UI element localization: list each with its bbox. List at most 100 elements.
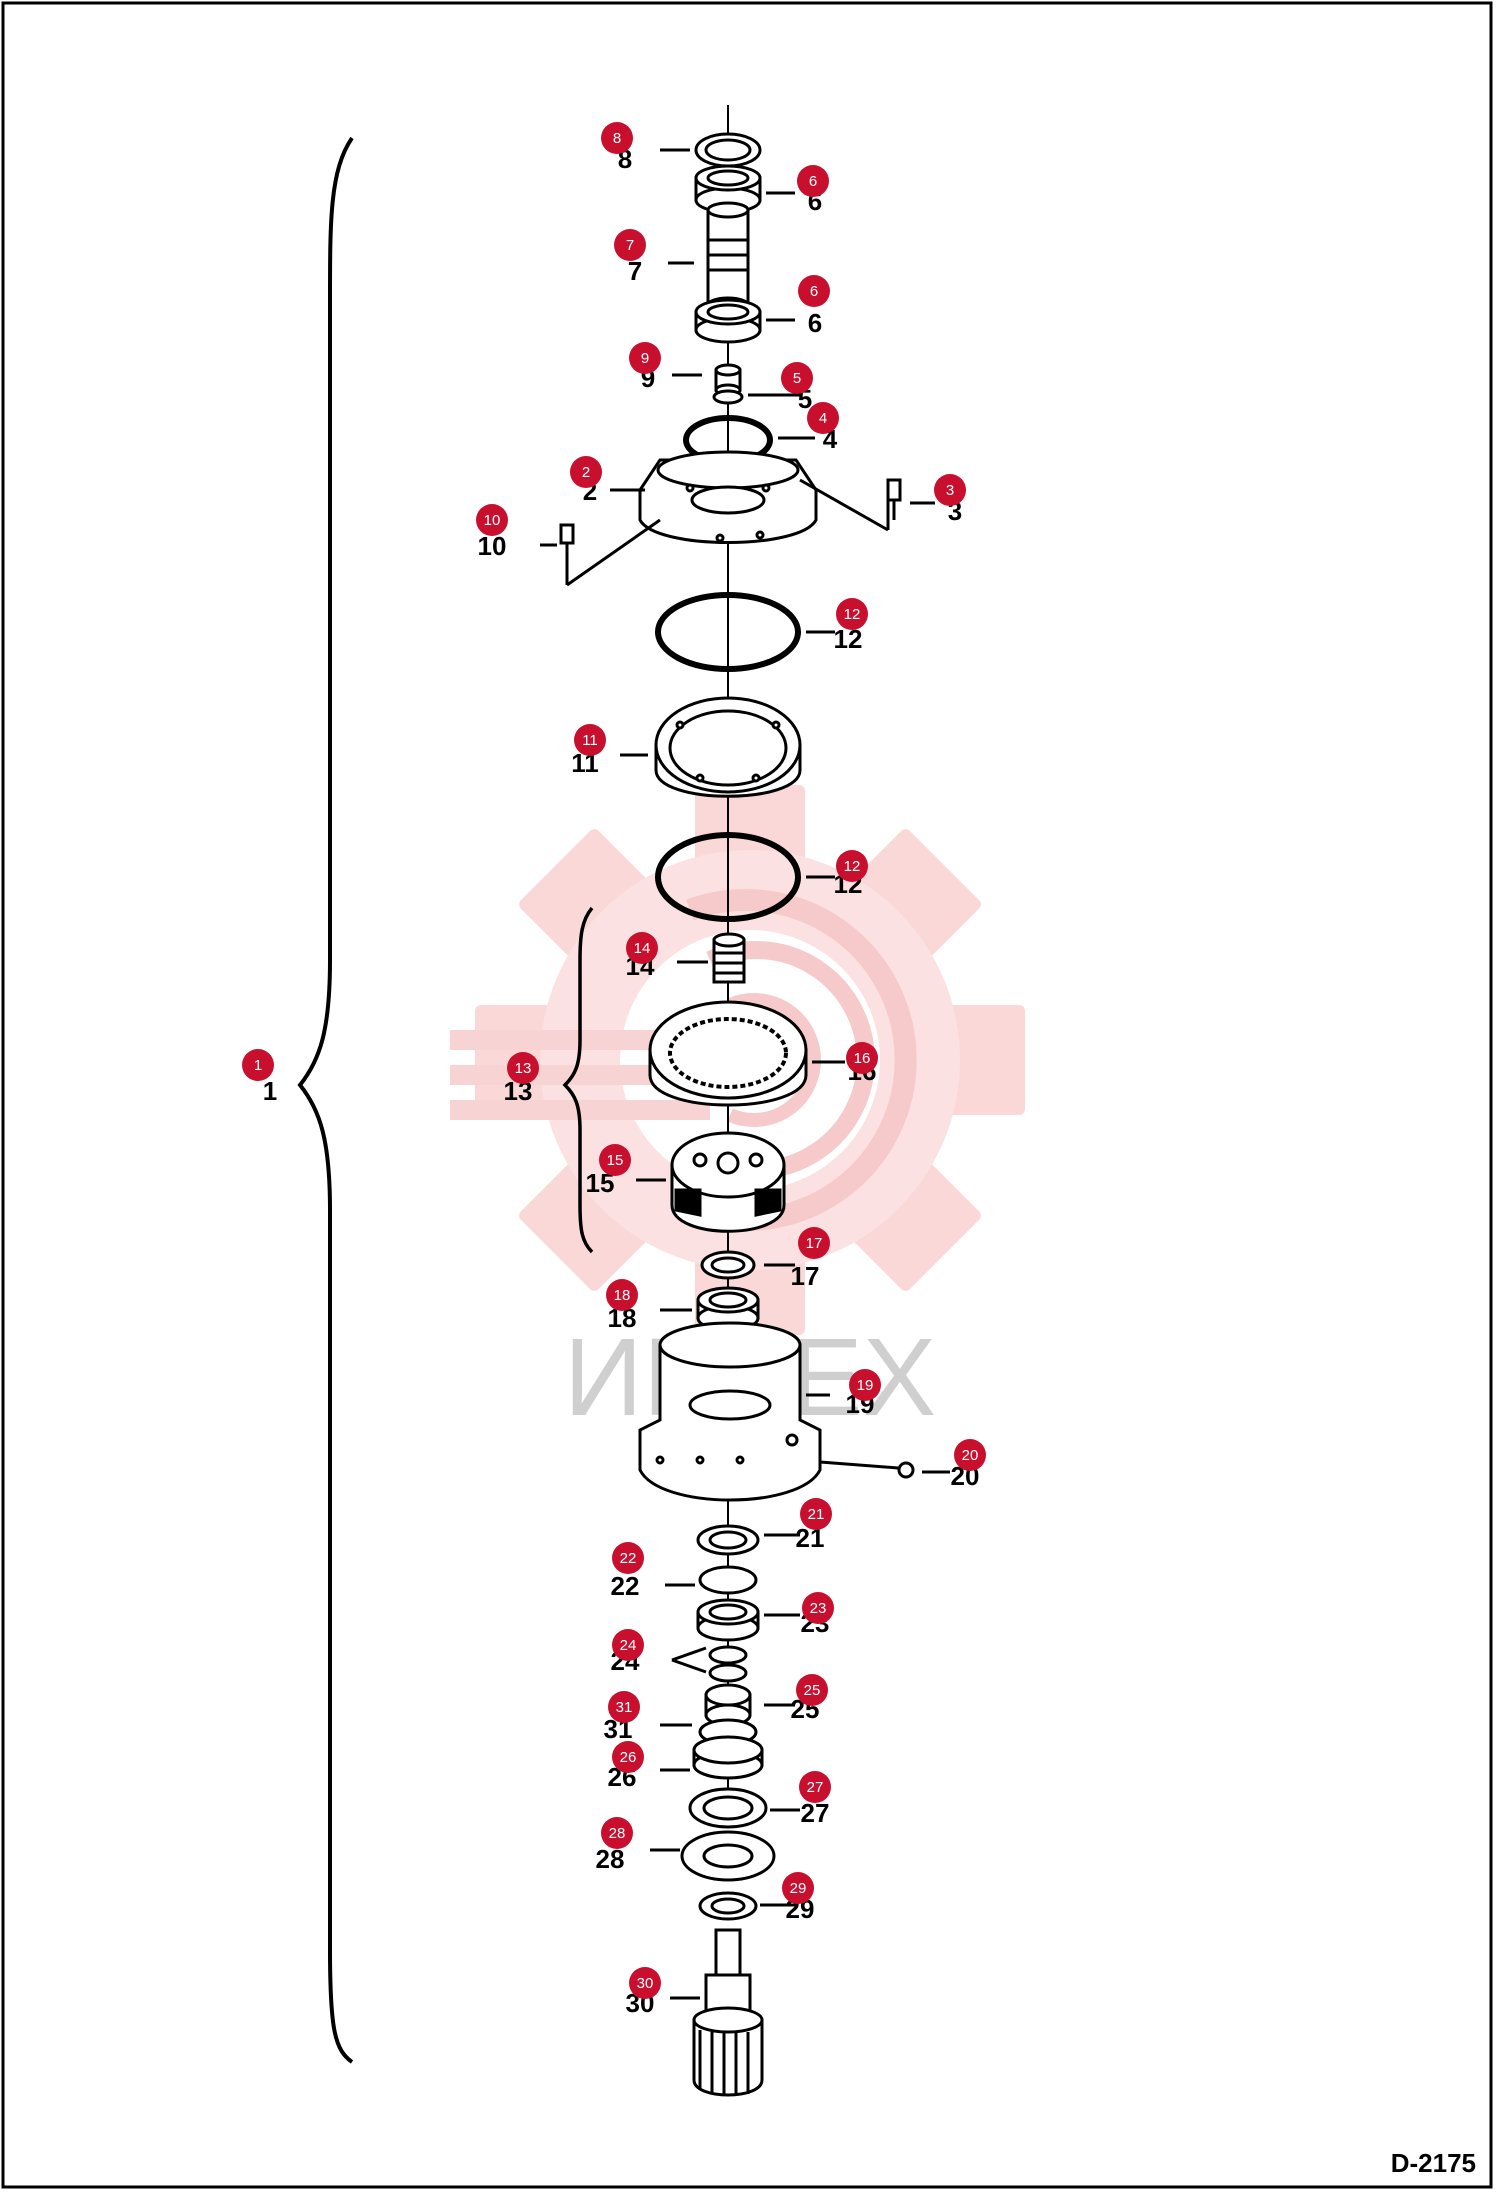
callout-badge-27[interactable]: 27: [799, 1771, 831, 1803]
callout-badge-circle[interactable]: [626, 932, 658, 964]
callout-badge-2[interactable]: 2: [570, 456, 602, 488]
callout-badge-number: 22: [620, 1550, 637, 1567]
callout-badge-circle[interactable]: [802, 1592, 834, 1624]
part-2-cover: [638, 450, 818, 544]
part-3-bolt: [886, 478, 902, 520]
callout-badge-circle[interactable]: [599, 1144, 631, 1176]
callout-badge-circle[interactable]: [570, 456, 602, 488]
callout-badge-number: 12: [844, 606, 861, 623]
assembly-brace-1: [297, 136, 354, 2064]
callout-badge-circle[interactable]: [476, 504, 508, 536]
callout-badge-circle[interactable]: [798, 275, 830, 307]
callout-badge-number: 19: [857, 1377, 874, 1394]
callout-badge-14[interactable]: 14: [626, 932, 658, 964]
callout-badge-1[interactable]: 1: [242, 1049, 274, 1081]
callout-badge-circle[interactable]: [954, 1439, 986, 1471]
callout-badge-19[interactable]: 19: [849, 1369, 881, 1401]
diagram-reference: D-2175: [1391, 2148, 1476, 2178]
callout-badge-number: 5: [793, 370, 801, 387]
callout-badge-circle[interactable]: [601, 1817, 633, 1849]
callout-badge-number: 18: [614, 1287, 631, 1304]
callout-badge-16[interactable]: 16: [846, 1042, 878, 1074]
callout-badge-circle[interactable]: [800, 1498, 832, 1530]
part-number-label: 6: [808, 308, 822, 338]
callout-badge-circle[interactable]: [574, 724, 606, 756]
callout-badge-number: 15: [607, 1152, 624, 1169]
callout-badge-12[interactable]: 12: [836, 598, 868, 630]
callout-badge-6[interactable]: 6: [798, 275, 830, 307]
callout-badge-circle[interactable]: [629, 1967, 661, 1999]
callout-badge-circle[interactable]: [507, 1052, 539, 1084]
part-8-ring: [694, 132, 762, 168]
callout-badge-circle[interactable]: [781, 362, 813, 394]
callout-badge-number: 7: [626, 237, 634, 254]
part-12-o-ring-lower: [655, 832, 801, 922]
part-10-bolt: [559, 523, 575, 560]
callout-badge-number: 4: [819, 410, 827, 427]
callout-badge-circle[interactable]: [629, 342, 661, 374]
callout-badge-22[interactable]: 22: [612, 1542, 644, 1574]
callout-badge-11[interactable]: 11: [574, 724, 606, 756]
part-18-bearing: [696, 1286, 760, 1332]
callout-badge-number: 8: [613, 130, 621, 147]
callout-badge-25[interactable]: 25: [796, 1674, 828, 1706]
callout-badge-23[interactable]: 23: [802, 1592, 834, 1624]
callout-badge-circle[interactable]: [799, 1771, 831, 1803]
callout-badge-circle[interactable]: [612, 1741, 644, 1773]
callout-badge-circle[interactable]: [796, 1674, 828, 1706]
callout-badge-circle[interactable]: [606, 1279, 638, 1311]
callout-badge-4[interactable]: 4: [807, 402, 839, 434]
callout-badge-number: 2: [582, 464, 590, 481]
callout-badge-29[interactable]: 29: [782, 1872, 814, 1904]
callout-badge-31[interactable]: 31: [608, 1691, 640, 1723]
callout-badge-18[interactable]: 18: [606, 1279, 638, 1311]
callout-badge-3[interactable]: 3: [934, 474, 966, 506]
part-17-ring: [700, 1250, 756, 1280]
part-5-ring: [712, 389, 744, 405]
callout-badge-21[interactable]: 21: [800, 1498, 832, 1530]
callout-badge-circle[interactable]: [612, 1542, 644, 1574]
callout-badge-circle[interactable]: [846, 1042, 878, 1074]
callout-badge-circle[interactable]: [807, 402, 839, 434]
callout-badge-circle[interactable]: [849, 1369, 881, 1401]
callout-badge-26[interactable]: 26: [612, 1741, 644, 1773]
callout-badge-circle[interactable]: [601, 122, 633, 154]
callout-badge-6[interactable]: 6: [797, 165, 829, 197]
callout-badge-10[interactable]: 10: [476, 504, 508, 536]
part-29-ring: [698, 1891, 758, 1921]
callout-badge-30[interactable]: 30: [629, 1967, 661, 1999]
callout-badge-number: 26: [620, 1749, 637, 1766]
callout-badge-7[interactable]: 7: [614, 229, 646, 261]
callout-badges[interactable]: 1234566789101112121314151617181920212223…: [242, 122, 986, 1999]
callout-badge-13[interactable]: 13: [507, 1052, 539, 1084]
part-number-label: 28: [596, 1844, 625, 1874]
callout-badge-circle[interactable]: [934, 474, 966, 506]
callout-badge-circle[interactable]: [836, 598, 868, 630]
callout-badge-circle[interactable]: [242, 1049, 274, 1081]
callout-badge-24[interactable]: 24: [612, 1629, 644, 1661]
callout-badge-15[interactable]: 15: [599, 1144, 631, 1176]
callout-badge-number: 16: [854, 1050, 871, 1067]
callout-badge-circle[interactable]: [798, 1227, 830, 1259]
callout-badge-12[interactable]: 12: [836, 850, 868, 882]
callout-badge-9[interactable]: 9: [629, 342, 661, 374]
callout-badge-circle[interactable]: [608, 1691, 640, 1723]
callout-badge-8[interactable]: 8: [601, 122, 633, 154]
callout-badge-number: 9: [641, 350, 649, 367]
callout-badge-number: 30: [637, 1975, 654, 1992]
callout-badge-28[interactable]: 28: [601, 1817, 633, 1849]
callout-badge-circle[interactable]: [782, 1872, 814, 1904]
callout-badge-number: 6: [809, 173, 817, 190]
part-21-bearing: [696, 1524, 760, 1556]
part-26-bearing: [692, 1735, 764, 1780]
callout-badge-20[interactable]: 20: [954, 1439, 986, 1471]
callout-badge-number: 20: [962, 1447, 979, 1464]
callout-badge-circle[interactable]: [612, 1629, 644, 1661]
callout-badge-circle[interactable]: [797, 165, 829, 197]
callout-badge-5[interactable]: 5: [781, 362, 813, 394]
callout-badge-17[interactable]: 17: [798, 1227, 830, 1259]
callout-badge-circle[interactable]: [836, 850, 868, 882]
callout-badge-circle[interactable]: [614, 229, 646, 261]
